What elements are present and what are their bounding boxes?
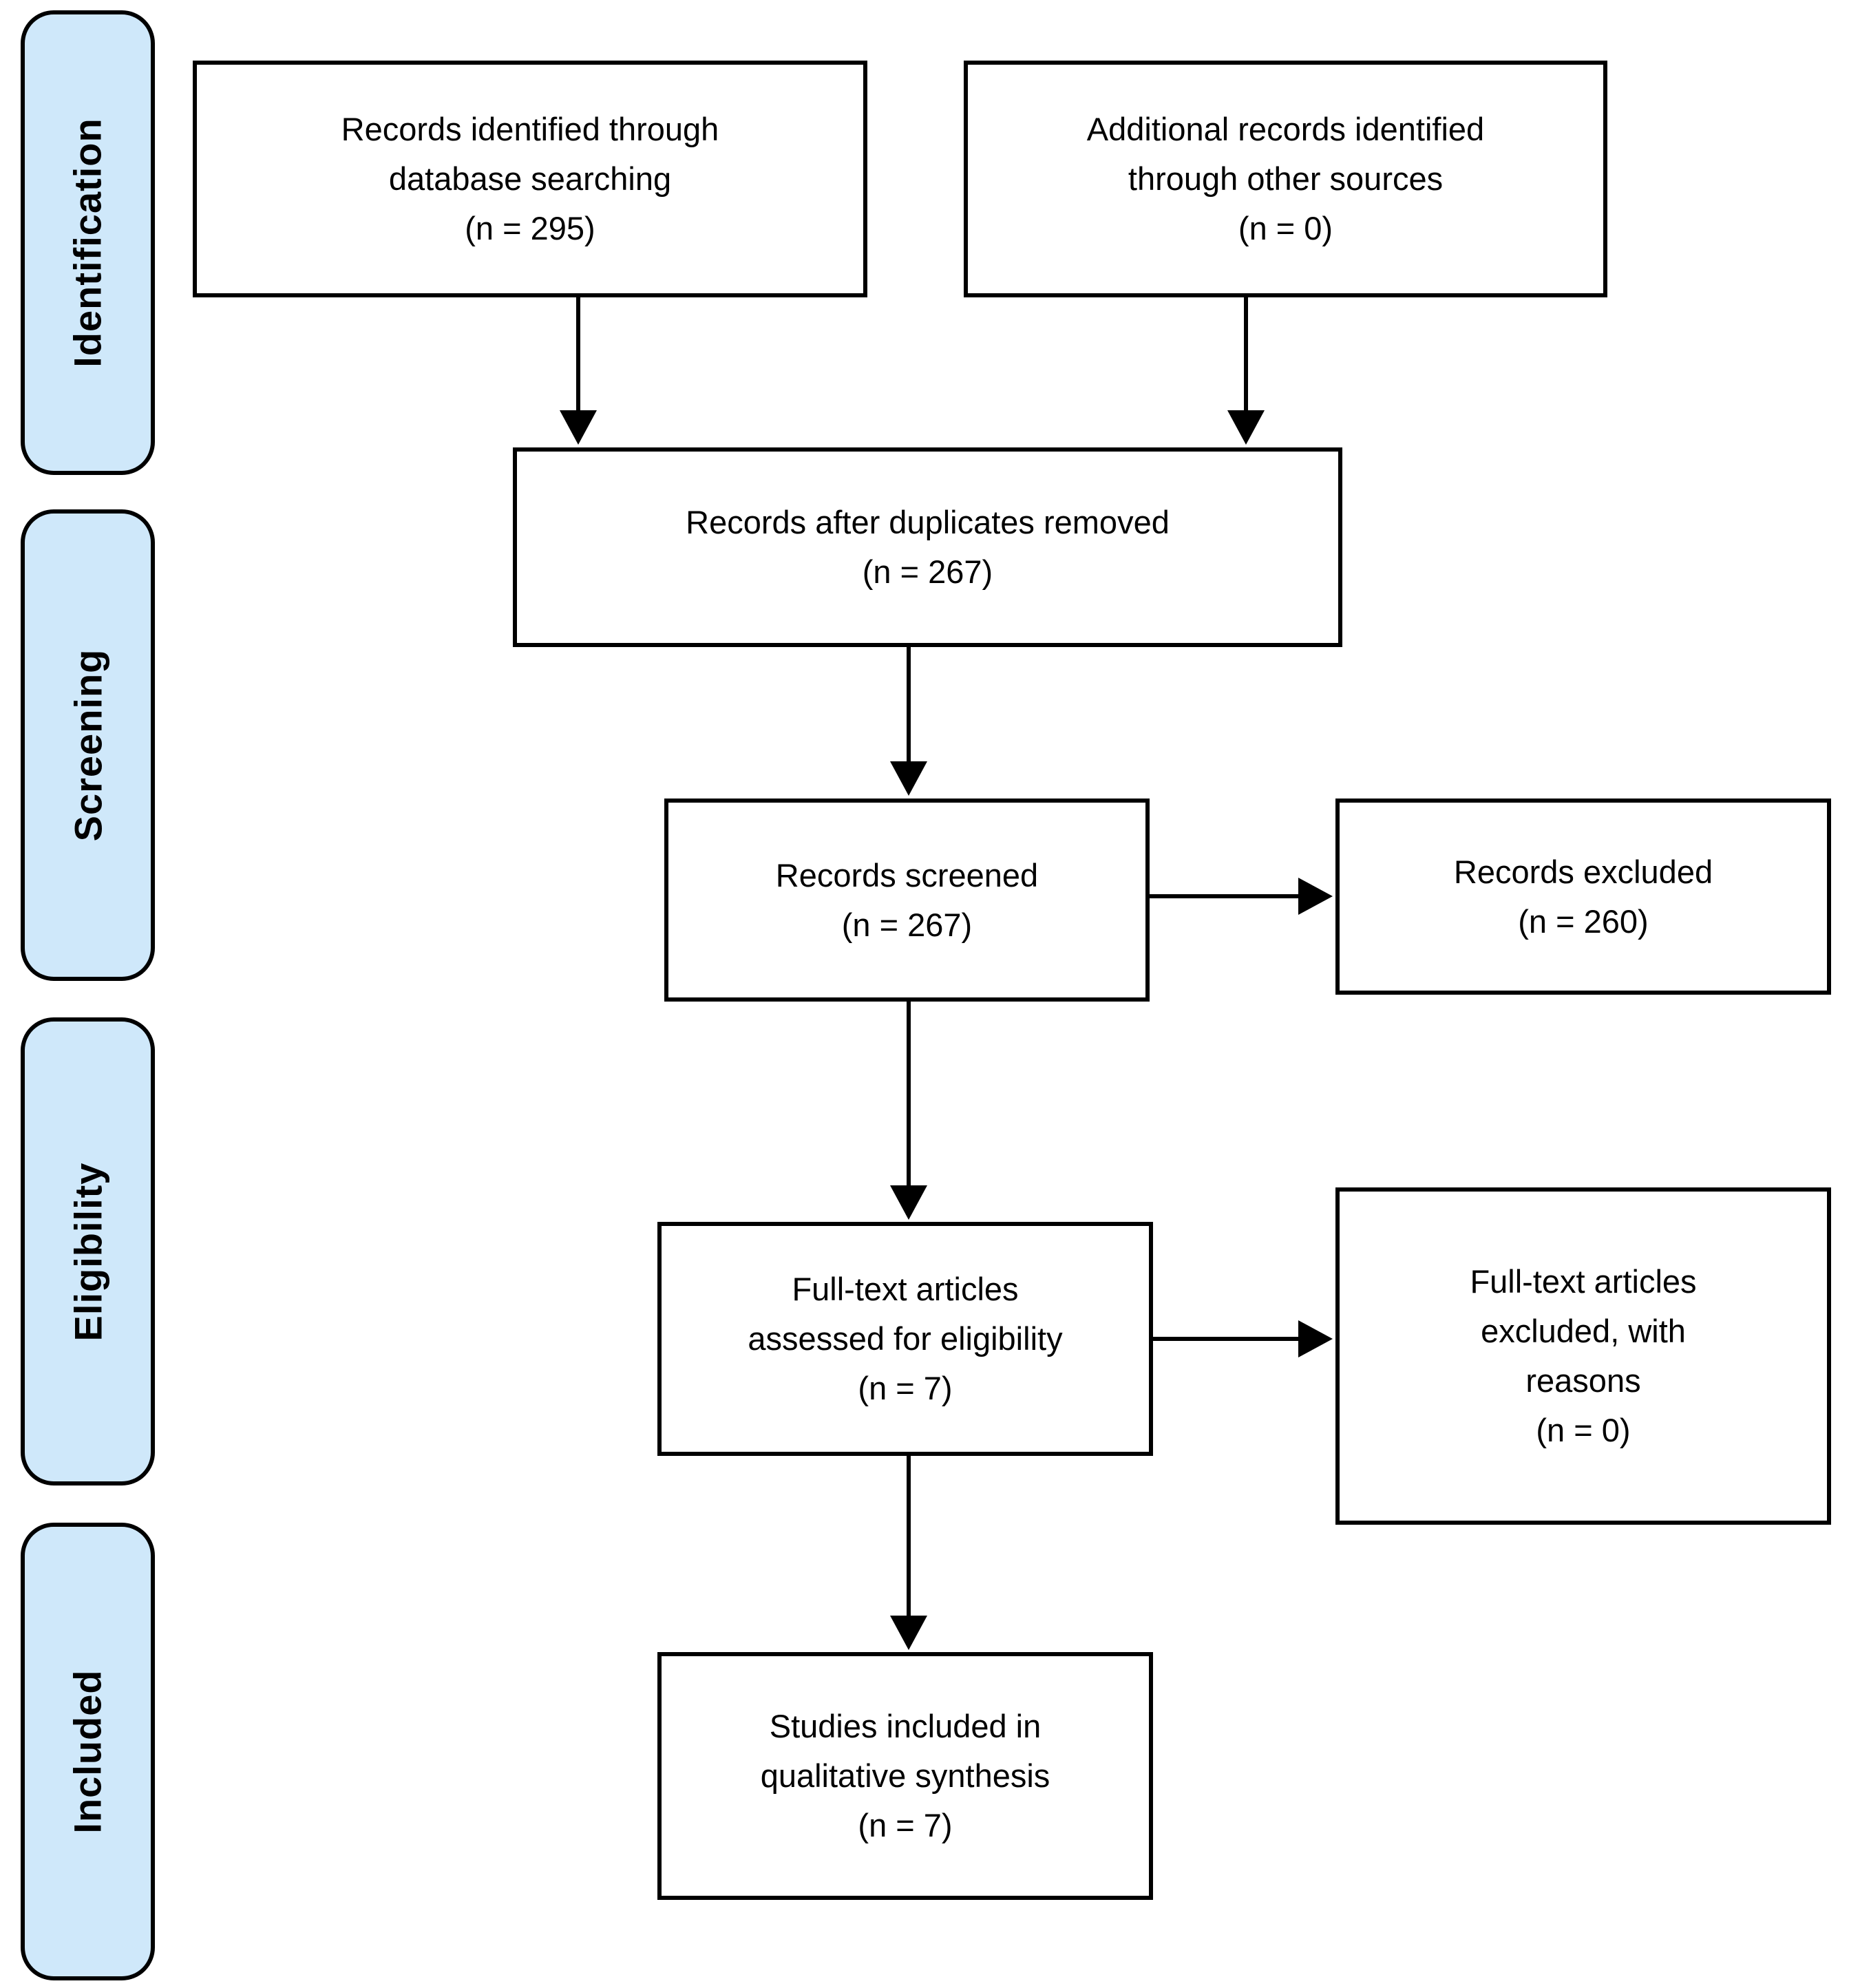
stage-label-identification: Identification	[66, 118, 110, 368]
text-line: database searching	[388, 160, 672, 197]
stage-label-included: Included	[66, 1669, 110, 1834]
text-line: Records excluded	[1453, 853, 1713, 890]
text-line: reasons	[1525, 1362, 1641, 1399]
node-fulltext-assessed-label: Full-text articles assessed for eligibil…	[748, 1265, 1062, 1413]
count-line: (n = 260)	[1518, 902, 1649, 940]
text-line: qualitative synthesis	[760, 1757, 1050, 1794]
arrow-fulltext-to-ftexcluded-head	[1298, 1320, 1333, 1357]
arrow-screened-to-excluded-head	[1298, 878, 1333, 915]
node-fulltext-excluded-label: Full-text articles excluded, with reason…	[1470, 1257, 1696, 1455]
node-records-screened: Records screened (n = 267)	[664, 799, 1150, 1002]
arrow-screened-to-fulltext-head	[890, 1185, 927, 1220]
arrow-identified-to-dedup-head	[560, 410, 597, 445]
count-line: (n = 0)	[1536, 1412, 1631, 1448]
arrow-fulltext-to-ftexcluded-line	[1153, 1337, 1300, 1341]
stage-label-screening: Screening	[66, 648, 110, 842]
text-line: Records after duplicates removed	[686, 504, 1170, 540]
arrow-fulltext-to-included-head	[890, 1616, 927, 1650]
arrow-fulltext-to-included-line	[907, 1456, 911, 1617]
count-line: (n = 267)	[841, 906, 973, 943]
node-records-identified-label: Records identified through database sear…	[341, 105, 719, 253]
arrow-additional-to-dedup-head	[1227, 410, 1265, 445]
node-studies-included: Studies included in qualitative synthesi…	[657, 1652, 1153, 1900]
node-fulltext-assessed: Full-text articles assessed for eligibil…	[657, 1222, 1153, 1456]
node-records-excluded-label: Records excluded (n = 260)	[1454, 847, 1713, 947]
node-additional-records-label: Additional records identified through ot…	[1087, 105, 1484, 253]
text-line: Records identified through	[341, 111, 719, 147]
node-fulltext-excluded: Full-text articles excluded, with reason…	[1335, 1187, 1831, 1525]
count-line: (n = 295)	[465, 210, 595, 246]
text-line: Studies included in	[769, 1708, 1042, 1744]
node-records-screened-label: Records screened (n = 267)	[776, 851, 1038, 950]
text-line: assessed for eligibility	[748, 1320, 1063, 1357]
node-after-duplicates-removed-label: Records after duplicates removed (n = 26…	[686, 498, 1170, 597]
node-after-duplicates-removed: Records after duplicates removed (n = 26…	[513, 447, 1342, 647]
text-line: Records screened	[775, 856, 1039, 893]
text-line: through other sources	[1128, 160, 1444, 197]
text-line: excluded, with	[1481, 1313, 1686, 1349]
count-line: (n = 0)	[1238, 210, 1333, 246]
text-line: Full-text articles	[792, 1271, 1019, 1307]
node-additional-records: Additional records identified through ot…	[964, 61, 1607, 297]
arrow-screened-to-excluded-line	[1150, 894, 1300, 898]
stage-label-eligibility: Eligibility	[66, 1162, 110, 1341]
count-line: (n = 267)	[862, 553, 993, 590]
stage-bar-eligibility: Eligibility	[21, 1017, 155, 1485]
arrow-additional-to-dedup-line	[1244, 297, 1248, 412]
node-studies-included-label: Studies included in qualitative synthesi…	[761, 1702, 1050, 1850]
node-records-identified: Records identified through database sear…	[193, 61, 867, 297]
arrow-dedup-to-screened-head	[890, 761, 927, 796]
stage-bar-included: Included	[21, 1523, 155, 1980]
text-line: Additional records identified	[1086, 111, 1485, 147]
arrow-dedup-to-screened-line	[907, 647, 911, 763]
stage-bar-identification: Identification	[21, 10, 155, 475]
node-records-excluded: Records excluded (n = 260)	[1335, 799, 1831, 995]
stage-bar-screening: Screening	[21, 509, 155, 981]
arrow-identified-to-dedup-line	[576, 297, 580, 412]
text-line: Full-text articles	[1470, 1263, 1697, 1300]
arrow-screened-to-fulltext-line	[907, 1002, 911, 1187]
count-line: (n = 7)	[858, 1370, 953, 1406]
count-line: (n = 7)	[858, 1807, 953, 1843]
